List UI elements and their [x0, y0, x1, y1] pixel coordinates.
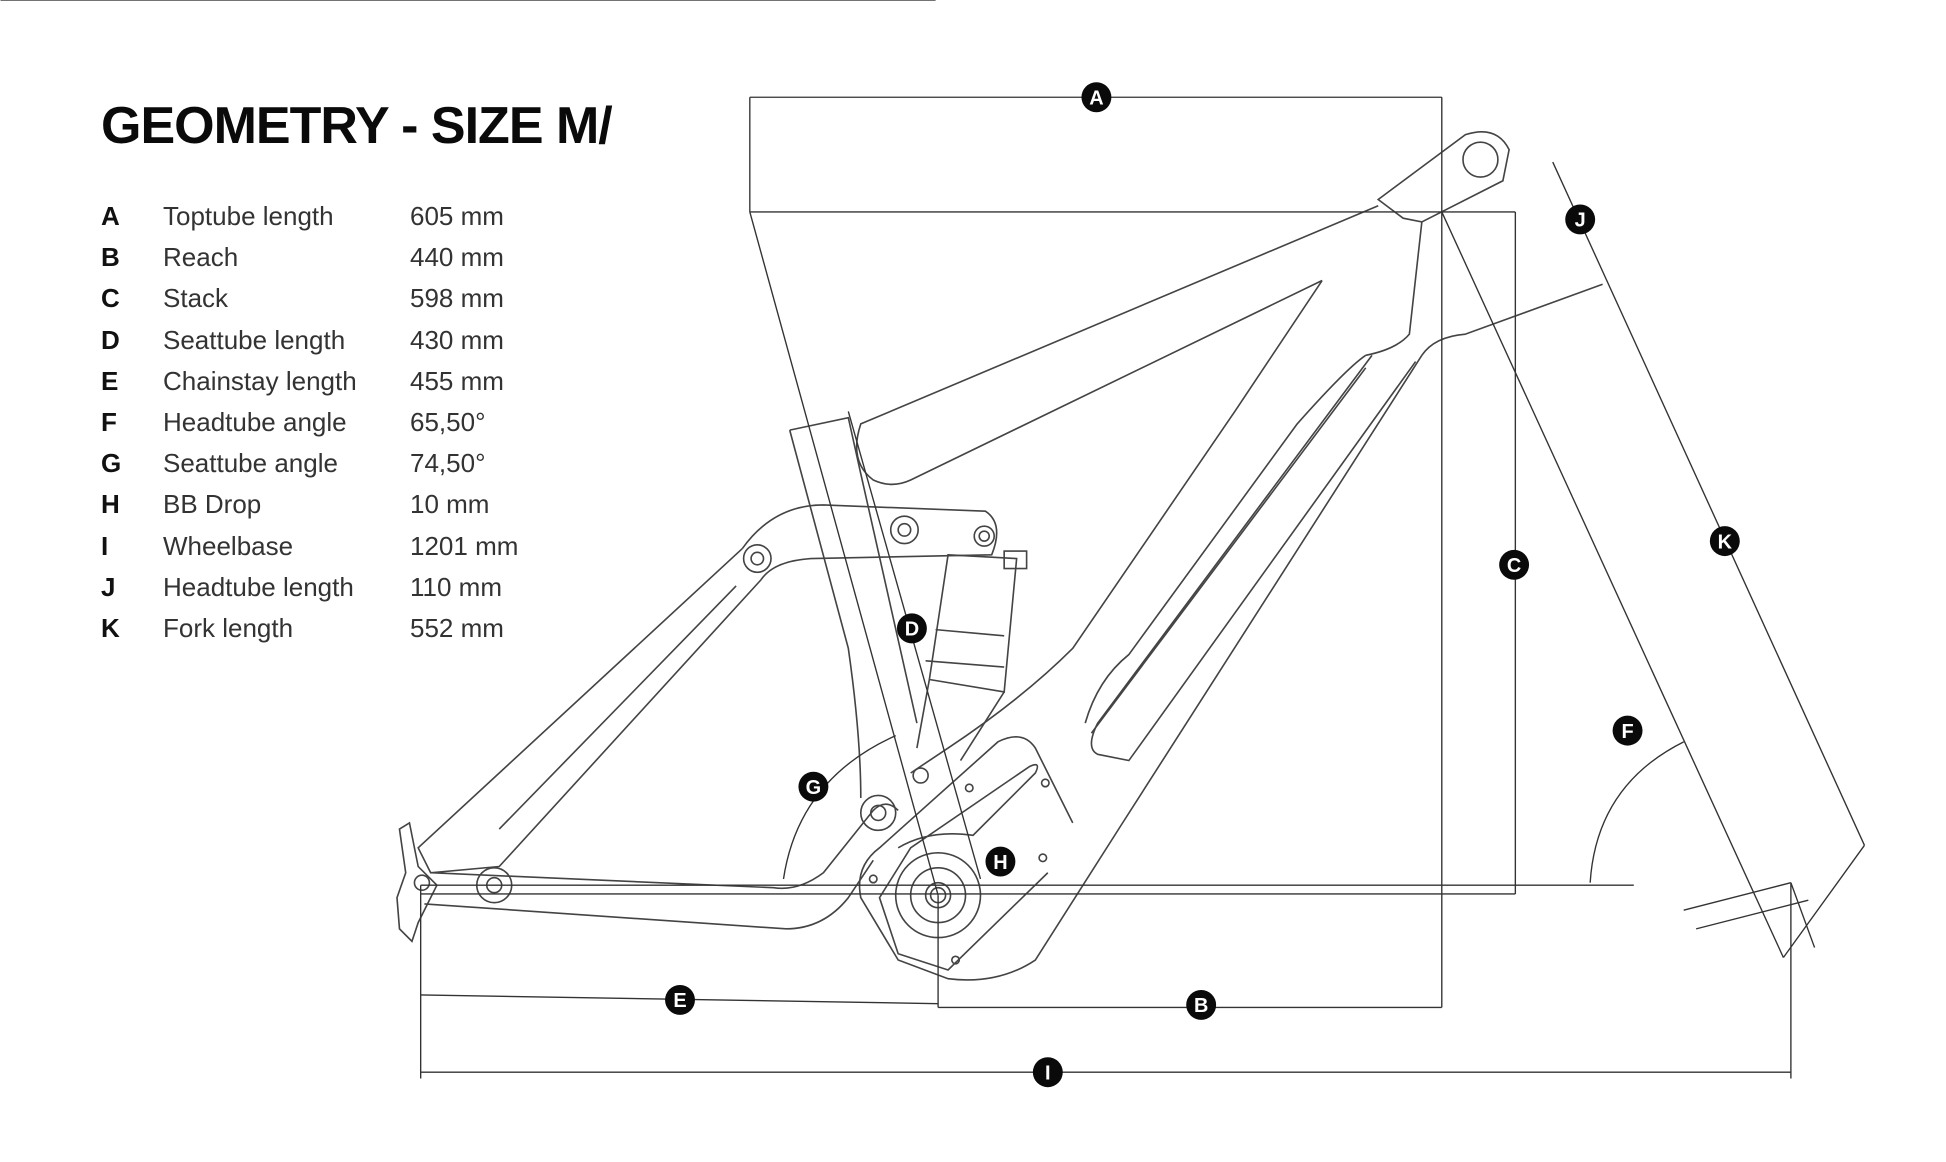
dimension-label-d: D — [896, 613, 927, 644]
dimension-lines — [419, 96, 1866, 1079]
svg-text:J: J — [1575, 210, 1586, 232]
spec-key: B — [101, 242, 120, 273]
dimension-label-a: A — [1081, 82, 1112, 113]
spec-name: Headtube length — [163, 571, 354, 602]
svg-text:I: I — [1045, 1062, 1051, 1084]
spec-name: Stack — [163, 283, 229, 314]
spec-row-a: A Toptube length 605 mm — [101, 196, 518, 237]
svg-text:G: G — [806, 777, 822, 799]
spec-name: Toptube length — [163, 201, 334, 232]
spec-row-b: B Reach 440 mm — [101, 237, 518, 278]
svg-text:H: H — [993, 852, 1007, 874]
spec-row-f: F Headtube angle 65,50° — [101, 402, 518, 443]
spec-value: 110 mm — [410, 571, 502, 602]
spec-value: 74,50° — [410, 448, 486, 479]
spec-value: 1201 mm — [410, 530, 519, 561]
spec-name: Headtube angle — [163, 407, 347, 438]
spec-value: 552 mm — [410, 612, 504, 643]
spec-value: 605 mm — [410, 201, 504, 232]
spec-key: G — [101, 448, 122, 479]
spec-row-g: G Seattube angle 74,50° — [101, 443, 518, 484]
spec-row-h: H BB Drop 10 mm — [101, 484, 518, 525]
spec-value: 430 mm — [410, 324, 504, 355]
spec-row-i: I Wheelbase 1201 mm — [101, 526, 518, 567]
geometry-spec-table: A Toptube length 605 mm B Reach 440 mm C Stac… — [101, 196, 518, 649]
spec-key: I — [101, 530, 109, 561]
spec-key: C — [101, 283, 120, 314]
spec-name: Wheelbase — [163, 530, 294, 561]
spec-key: A — [101, 201, 120, 232]
dimension-label-i: I — [1032, 1057, 1063, 1088]
spec-key: D — [101, 324, 120, 355]
svg-text:B: B — [1194, 995, 1208, 1017]
bike-frame — [0, 0, 1603, 981]
spec-row-e: E Chainstay length 455 mm — [101, 361, 518, 402]
spec-row-j: J Headtube length 110 mm — [101, 567, 518, 608]
spec-key: H — [101, 489, 120, 520]
spec-key: F — [101, 407, 117, 438]
spec-row-k: K Fork length 552 mm — [101, 608, 518, 649]
svg-text:D: D — [905, 619, 919, 641]
dimension-label-k: K — [1709, 526, 1740, 557]
svg-text:A: A — [1089, 87, 1103, 109]
spec-name: Seattube angle — [163, 448, 338, 479]
spec-name: Chainstay length — [163, 365, 357, 396]
spec-key: J — [101, 571, 116, 602]
spec-row-c: C Stack 598 mm — [101, 278, 518, 319]
svg-text:K: K — [1718, 531, 1733, 553]
spec-key: E — [101, 365, 119, 396]
spec-value: 598 mm — [410, 283, 504, 314]
dimension-label-c: C — [1499, 549, 1530, 580]
dimension-label-e: E — [665, 984, 695, 1015]
spec-row-d: D Seattube length 430 mm — [101, 320, 518, 361]
spec-value: 440 mm — [410, 242, 504, 273]
spec-name: BB Drop — [163, 489, 262, 520]
page-title: GEOMETRY - SIZE M/ — [101, 97, 613, 155]
spec-name: Seattube length — [163, 324, 346, 355]
spec-key: K — [101, 612, 120, 643]
svg-text:E: E — [673, 990, 686, 1012]
dimension-label-g: G — [798, 771, 829, 802]
spec-value: 65,50° — [410, 407, 486, 438]
dimension-label-j: J — [1565, 204, 1596, 235]
dimension-label-h: H — [985, 846, 1016, 877]
dimension-label-b: B — [1186, 989, 1217, 1020]
spec-name: Reach — [163, 242, 239, 273]
svg-text:F: F — [1621, 721, 1633, 743]
svg-text:C: C — [1507, 555, 1521, 577]
spec-name: Fork length — [163, 612, 294, 643]
spec-value: 10 mm — [410, 489, 490, 520]
dimension-label-f: F — [1612, 715, 1643, 746]
spec-value: 455 mm — [410, 365, 504, 396]
